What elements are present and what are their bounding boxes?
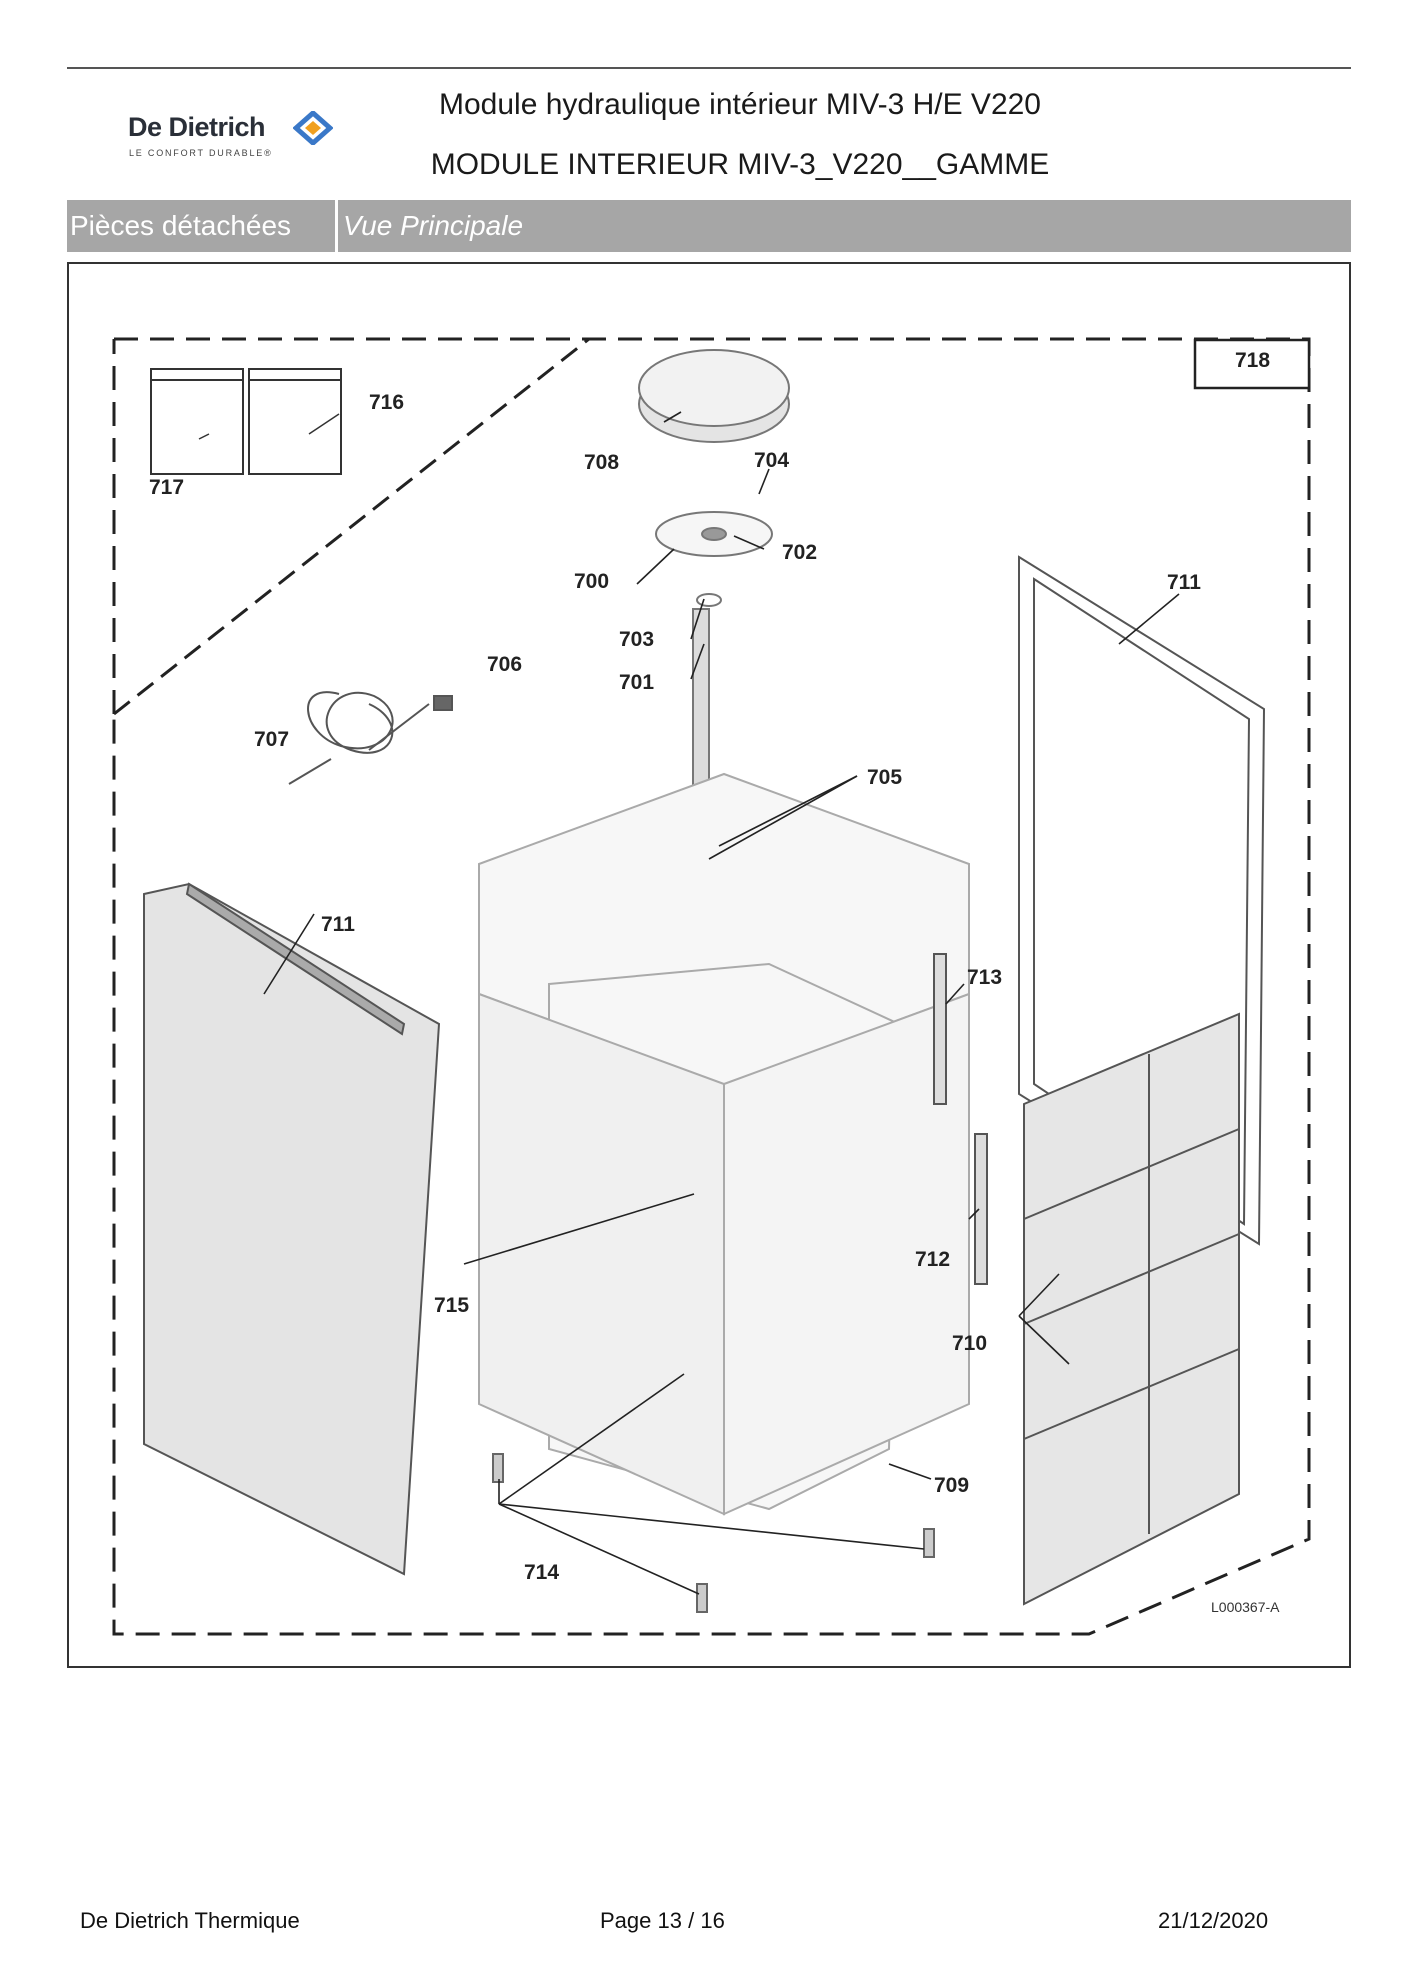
part-label-703: 703 xyxy=(619,628,654,651)
section-label: Pièces détachées xyxy=(70,210,292,241)
logo-tagline: LE CONFORT DURABLE® xyxy=(129,148,273,158)
diamond-logo-icon xyxy=(293,111,333,145)
view-label: Vue Principale xyxy=(343,210,524,241)
part-label-711-right: 711 xyxy=(1167,571,1201,594)
part-label-707: 707 xyxy=(254,728,289,751)
part-label-718: 718 xyxy=(1235,349,1270,372)
footer-page: Page 13 / 16 xyxy=(600,1908,725,1934)
part-label-714: 714 xyxy=(524,1561,559,1584)
section-band: Pièces détachées Vue Principale xyxy=(67,200,1351,252)
part-label-716: 716 xyxy=(369,391,404,414)
part-label-706: 706 xyxy=(487,653,522,676)
top-rule xyxy=(67,67,1351,69)
part-label-710: 710 xyxy=(952,1332,987,1355)
part-label-711-left: 711 xyxy=(321,913,355,936)
page-label: Page xyxy=(600,1908,652,1933)
drawing-reference: L000367-A xyxy=(1211,1599,1280,1615)
exploded-view-drawing: 718 716 717 708 704 702 700 703 701 706 … xyxy=(112,337,1311,1636)
exploded-view-frame: 718 716 717 708 704 702 700 703 701 706 … xyxy=(67,262,1351,1668)
page-separator: / xyxy=(688,1908,695,1933)
logo-name: De Dietrich xyxy=(128,112,266,142)
footer-date: 21/12/2020 xyxy=(1158,1908,1269,1933)
footer-company: De Dietrich Thermique xyxy=(80,1908,300,1933)
part-label-700: 700 xyxy=(574,570,609,593)
part-label-715: 715 xyxy=(434,1294,469,1317)
document-title: Module hydraulique intérieur MIV-3 H/E V… xyxy=(439,88,1041,121)
part-label-713: 713 xyxy=(967,966,1002,989)
part-label-704: 704 xyxy=(754,449,789,472)
part-label-701: 701 xyxy=(619,671,654,694)
part-label-712: 712 xyxy=(915,1248,950,1271)
part-label-705: 705 xyxy=(867,766,902,789)
part-label-709: 709 xyxy=(934,1474,969,1497)
page-current: 13 xyxy=(657,1908,682,1933)
bag-group xyxy=(150,368,342,475)
part-label-702: 702 xyxy=(782,541,817,564)
band-divider xyxy=(335,200,338,252)
brand-logo: De Dietrich LE CONFORT DURABLE® xyxy=(128,111,348,162)
part-label-708: 708 xyxy=(584,451,619,474)
page-total: 16 xyxy=(700,1908,725,1933)
ref-box xyxy=(1193,338,1311,390)
part-label-717: 717 xyxy=(149,476,184,499)
document-subtitle: MODULE INTERIEUR MIV-3_V220__GAMME xyxy=(430,148,1050,181)
